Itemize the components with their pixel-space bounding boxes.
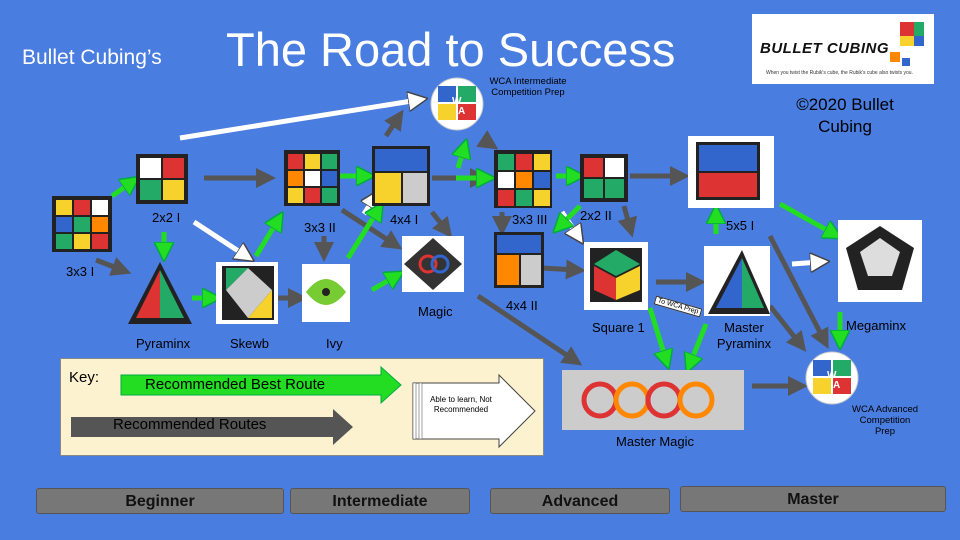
label-pyraminx: Pyraminx [136,336,191,351]
logo-tagline: When you twist the Rubik's cube, the Rub… [766,70,913,76]
cube-3x3-1-icon [52,196,112,252]
wca-letter: W [452,96,462,107]
cube-4x4-2-icon [494,232,544,288]
master-pyraminx-icon [704,246,770,316]
key-best-route-label: Recommended Best Route [145,376,326,393]
wca-letter: A [833,380,840,391]
wca-logo-advanced-icon: W A [805,351,859,405]
label-wca-intermediate: WCA Intermediate Competition Prep [489,76,567,98]
bullet-cubing-logo: BULLET CUBING When you twist the Rubik's… [752,14,934,84]
label-3x3-1: 3x3 I [66,264,95,279]
label-ivy: Ivy [326,336,343,351]
tier-intermediate: Intermediate [290,488,470,514]
label-magic: Magic [418,304,453,319]
label-master-pyraminx: Master Pyraminx [716,320,772,351]
cube-2x2-2-icon [580,154,628,202]
label-4x4-1: 4x4 I [390,212,419,227]
legend-key: Key: Recommended Best Route Recommended … [60,358,544,456]
logo-text: BULLET CUBING [760,40,889,57]
wca-logo-intermediate-icon: W A [430,77,484,131]
cube-3x3-3-icon [494,150,552,208]
megaminx-icon [838,220,922,302]
copyright: ©2020 Bullet Cubing [796,95,894,136]
label-5x5-1: 5x5 I [726,218,755,233]
ivy-icon [302,264,350,322]
brand-name: Bullet Cubing’s [22,46,162,69]
cube-5x5-icon [688,136,774,208]
key-title: Key: [69,369,100,386]
tier-master: Master [680,486,946,512]
cube-2x2-1-icon [136,154,188,204]
label-square-1: Square 1 [592,320,645,335]
skewb-icon [216,262,278,324]
square-1-icon [584,242,648,310]
label-megaminx: Megaminx [846,318,906,333]
label-wca-advanced: WCA Advanced Competition Prep [852,404,919,437]
cube-3x3-2-icon [284,150,340,206]
label-skewb: Skewb [230,336,270,351]
key-arrows [71,365,536,449]
cube-4x4-1-icon [372,146,430,206]
wca-letter: W [827,370,837,381]
pyraminx-icon [128,262,192,324]
label-4x4-2: 4x4 II [506,298,538,313]
master-magic-icon [562,370,744,430]
label-2x2-2: 2x2 II [580,208,612,223]
label-3x3-2: 3x3 II [304,220,336,235]
arrows-best-route [110,148,840,364]
label-2x2-1: 2x2 I [152,210,181,225]
key-not-recommended-label: Able to learn, Not Recommended [430,395,492,414]
page-title: The Road to Success [226,23,676,76]
key-recommended-label: Recommended Routes [113,416,267,433]
magic-puzzle-icon [402,236,464,292]
wca-letter: A [458,106,465,117]
tier-advanced: Advanced [490,488,670,514]
label-master-magic: Master Magic [616,434,695,449]
logo-cubes-icon [890,22,924,66]
label-3x3-3: 3x3 III [512,212,548,227]
tier-beginner: Beginner [36,488,284,514]
